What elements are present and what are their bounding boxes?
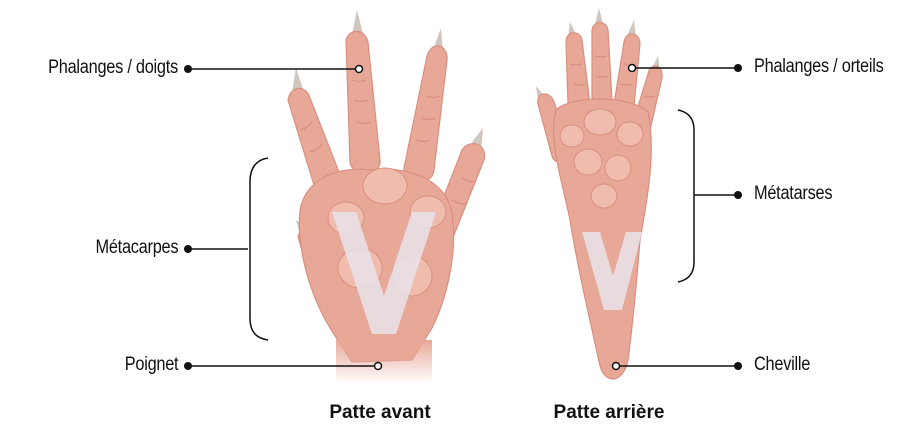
label-metatarses: Métatarses [754, 183, 832, 205]
caption-front-paw: Patte avant [318, 402, 442, 424]
label-phalanges-orteils: Phalanges / orteils [754, 56, 884, 78]
front-finger [404, 46, 447, 182]
leader-lines [188, 68, 738, 366]
hind-toe [592, 23, 612, 110]
hind-pad [591, 184, 617, 208]
caption-hind-paw: Patte arrière [538, 402, 680, 424]
front-wrist [336, 340, 432, 384]
dot-filled [734, 64, 742, 72]
dot-filled [734, 191, 742, 199]
dot-open [613, 363, 620, 370]
hind-pad [605, 155, 631, 181]
label-phalanges-doigts: Phalanges / doigts [48, 57, 178, 79]
hind-paw [536, 8, 662, 379]
dot-open [375, 363, 382, 370]
leader-dots [184, 64, 742, 370]
label-cheville: Cheville [754, 354, 810, 376]
dot-filled [184, 362, 192, 370]
hind-pad [617, 122, 643, 146]
hind-pad [560, 125, 584, 147]
bracket-metacarpes [250, 158, 268, 340]
front-claw [352, 10, 363, 34]
dot-filled [184, 65, 192, 73]
front-finger [346, 31, 380, 173]
hind-claw [595, 8, 603, 24]
hind-pad [574, 149, 602, 175]
dot-open [356, 66, 363, 73]
hind-pad [584, 109, 616, 135]
front-paw [288, 10, 485, 384]
label-metacarpes: Métacarpes [95, 237, 178, 259]
dot-filled [184, 245, 192, 253]
label-poignet: Poignet [124, 354, 178, 376]
bracket-metatarses [678, 110, 694, 282]
dot-filled [734, 362, 742, 370]
front-pad [363, 168, 407, 204]
dot-open [629, 65, 636, 72]
